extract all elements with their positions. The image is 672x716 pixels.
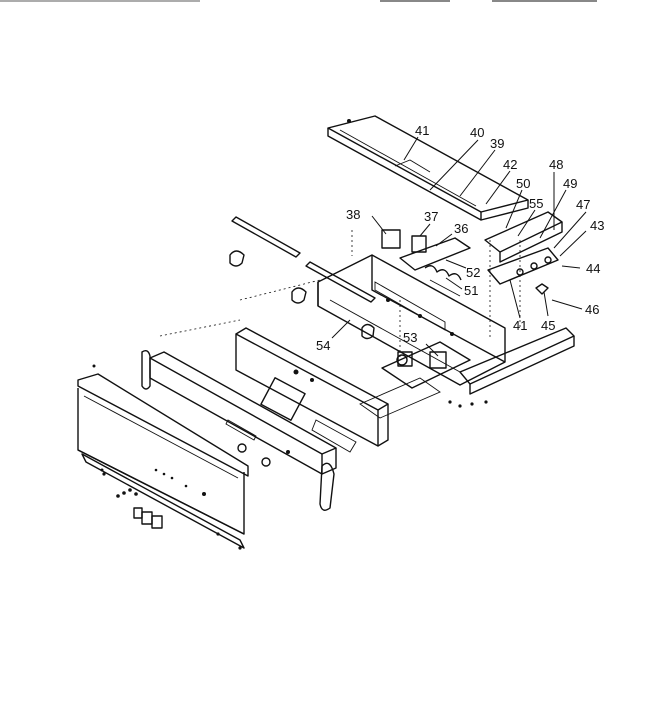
- callout-40: 40: [470, 125, 484, 140]
- callout-49: 49: [563, 176, 577, 191]
- callout-36: 36: [454, 221, 468, 236]
- right-side-rail: [459, 327, 575, 395]
- callout-38: 38: [346, 207, 360, 222]
- bottom-trim-strip: [81, 453, 245, 550]
- callout-leaders: [331, 136, 587, 357]
- callout-41-lower: 41: [513, 318, 527, 333]
- callout-54: 54: [316, 338, 330, 353]
- rod-upper: [231, 216, 376, 303]
- callout-47: 47: [576, 197, 590, 212]
- callout-44: 44: [586, 261, 600, 276]
- callout-45: 45: [541, 318, 555, 333]
- knobs-and-screws: [92, 364, 163, 529]
- callout-48: 48: [549, 157, 563, 172]
- callout-39: 39: [490, 136, 504, 151]
- control-backplate: [235, 327, 389, 453]
- callout-51: 51: [464, 283, 478, 298]
- callout-50: 50: [516, 176, 530, 191]
- callout-46: 46: [585, 302, 599, 317]
- scan-artifacts: [0, 0, 597, 2]
- relay-bracket-cluster: [381, 229, 471, 297]
- switch-cluster: [359, 341, 488, 419]
- control-chassis: [317, 240, 521, 386]
- assembly-guide-lines: [159, 230, 401, 360]
- callout-42: 42: [503, 157, 517, 172]
- callout-37: 37: [424, 209, 438, 224]
- end-cap: [141, 349, 335, 511]
- control-panel-trim: [149, 351, 337, 475]
- callout-43: 43: [590, 218, 604, 233]
- callout-55: 55: [529, 196, 543, 211]
- right-bracket: [484, 211, 563, 295]
- callout-41-top: 41: [415, 123, 429, 138]
- callout-53: 53: [403, 330, 417, 345]
- callout-labels: 41 40 39 42 48 50 49 55 47 43 38 37 36 4…: [316, 123, 604, 353]
- front-control-panel: [77, 373, 249, 535]
- top-cover-panel: [327, 115, 529, 221]
- callout-52: 52: [466, 265, 480, 280]
